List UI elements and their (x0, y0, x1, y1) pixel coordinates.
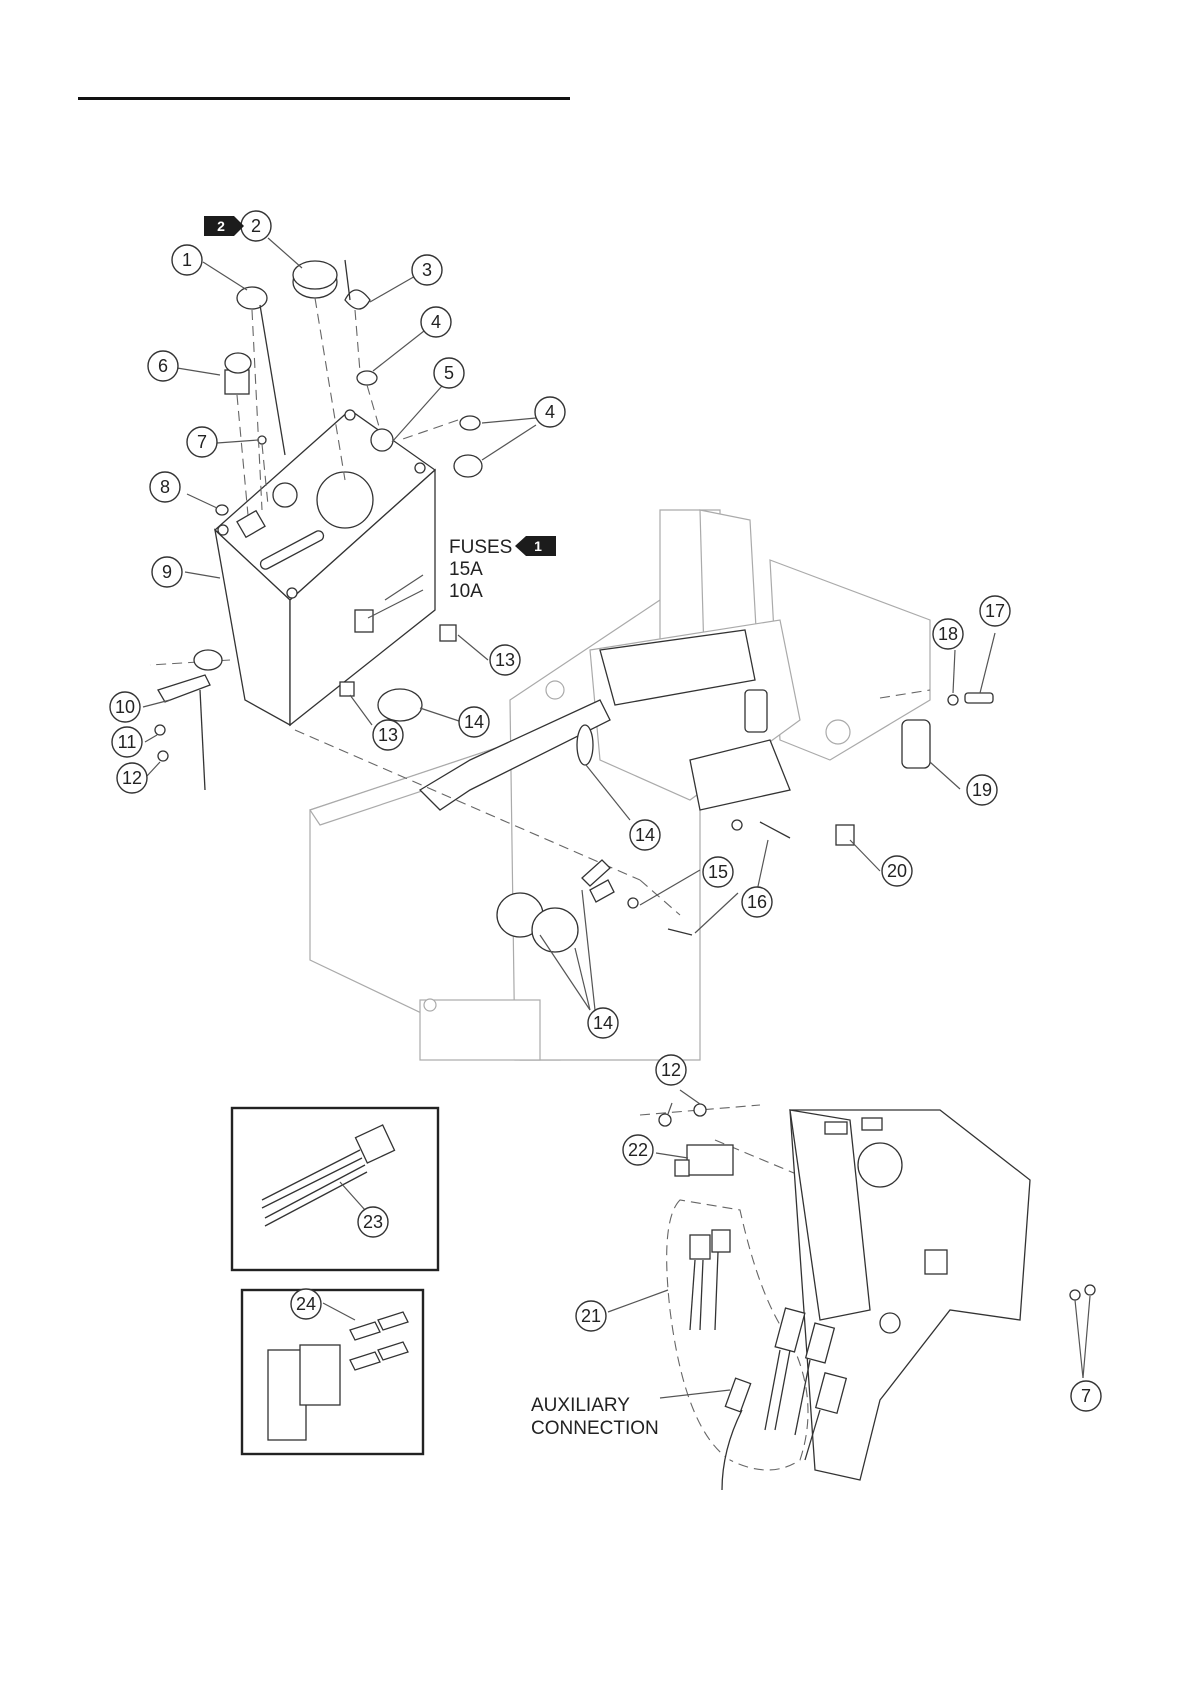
svg-text:1: 1 (534, 538, 542, 554)
callout-6: 6 (148, 351, 178, 381)
callout-14-bottom: 14 (588, 1008, 618, 1038)
callout-3: 3 (412, 255, 442, 285)
callout-12-left: 12 (117, 763, 147, 793)
fuses-label: FUSES (449, 537, 512, 558)
callout-19: 19 (967, 775, 997, 805)
svg-text:16: 16 (747, 892, 767, 912)
connection-label: CONNECTION (531, 1418, 659, 1439)
callout-18: 18 (933, 619, 963, 649)
svg-text:14: 14 (464, 712, 484, 732)
callout-8: 8 (150, 472, 180, 502)
callout-12-right: 12 (656, 1055, 686, 1085)
callout-13-left: 13 (373, 720, 403, 750)
svg-text:10: 10 (115, 697, 135, 717)
svg-text:9: 9 (162, 562, 172, 582)
bracket-assembly (155, 650, 222, 790)
callout-9: 9 (152, 557, 182, 587)
callout-7-top: 7 (187, 427, 217, 457)
svg-text:18: 18 (938, 624, 958, 644)
svg-text:20: 20 (887, 861, 907, 881)
svg-text:1: 1 (182, 250, 192, 270)
svg-text:8: 8 (160, 477, 170, 497)
callout-15: 15 (703, 857, 733, 887)
callout-4-upper: 4 (421, 307, 451, 337)
svg-text:4: 4 (431, 312, 441, 332)
svg-text:2: 2 (251, 216, 261, 236)
svg-text:2: 2 (217, 218, 225, 234)
callout-20: 20 (882, 856, 912, 886)
callout-22: 22 (623, 1135, 653, 1165)
fuse-10a-label: 10A (449, 581, 483, 602)
callout-16: 16 (742, 887, 772, 917)
callout-23: 23 (358, 1207, 388, 1237)
connector-plate (659, 1104, 1095, 1480)
svg-text:24: 24 (296, 1294, 316, 1314)
note-badge-item2: 2 (204, 216, 244, 236)
callout-4-lower: 4 (535, 397, 565, 427)
svg-text:22: 22 (628, 1140, 648, 1160)
svg-text:21: 21 (581, 1306, 601, 1326)
inset-item-23 (232, 1108, 438, 1270)
svg-text:13: 13 (495, 650, 515, 670)
callout-14-mid: 14 (630, 820, 660, 850)
svg-text:3: 3 (422, 260, 432, 280)
callout-1: 1 (172, 245, 202, 275)
svg-text:5: 5 (444, 363, 454, 383)
callout-7-bottom: 7 (1071, 1381, 1101, 1411)
note-badge-fuses: 1 (515, 536, 556, 556)
svg-text:14: 14 (635, 825, 655, 845)
callout-17: 17 (980, 596, 1010, 626)
callout-11: 11 (112, 727, 142, 757)
callout-24: 24 (291, 1289, 321, 1319)
svg-text:7: 7 (197, 432, 207, 452)
svg-text:23: 23 (363, 1212, 383, 1232)
callout-2: 2 (241, 211, 271, 241)
callout-5: 5 (434, 358, 464, 388)
svg-text:4: 4 (545, 402, 555, 422)
callout-10: 10 (110, 692, 140, 722)
svg-text:11: 11 (118, 732, 137, 752)
callout-21: 21 (576, 1301, 606, 1331)
fuse-15a-label: 15A (449, 559, 483, 580)
svg-text:12: 12 (661, 1060, 681, 1080)
svg-text:12: 12 (122, 768, 142, 788)
svg-text:14: 14 (593, 1013, 613, 1033)
svg-text:6: 6 (158, 356, 168, 376)
svg-text:7: 7 (1081, 1386, 1091, 1406)
callout-13-right: 13 (490, 645, 520, 675)
svg-text:13: 13 (378, 725, 398, 745)
callout-14-left: 14 (459, 707, 489, 737)
inset-item-24 (242, 1290, 423, 1454)
control-box (215, 410, 456, 725)
auxiliary-label: AUXILIARY (531, 1395, 630, 1416)
svg-text:19: 19 (972, 780, 992, 800)
svg-text:17: 17 (985, 601, 1005, 621)
svg-text:15: 15 (708, 862, 728, 882)
